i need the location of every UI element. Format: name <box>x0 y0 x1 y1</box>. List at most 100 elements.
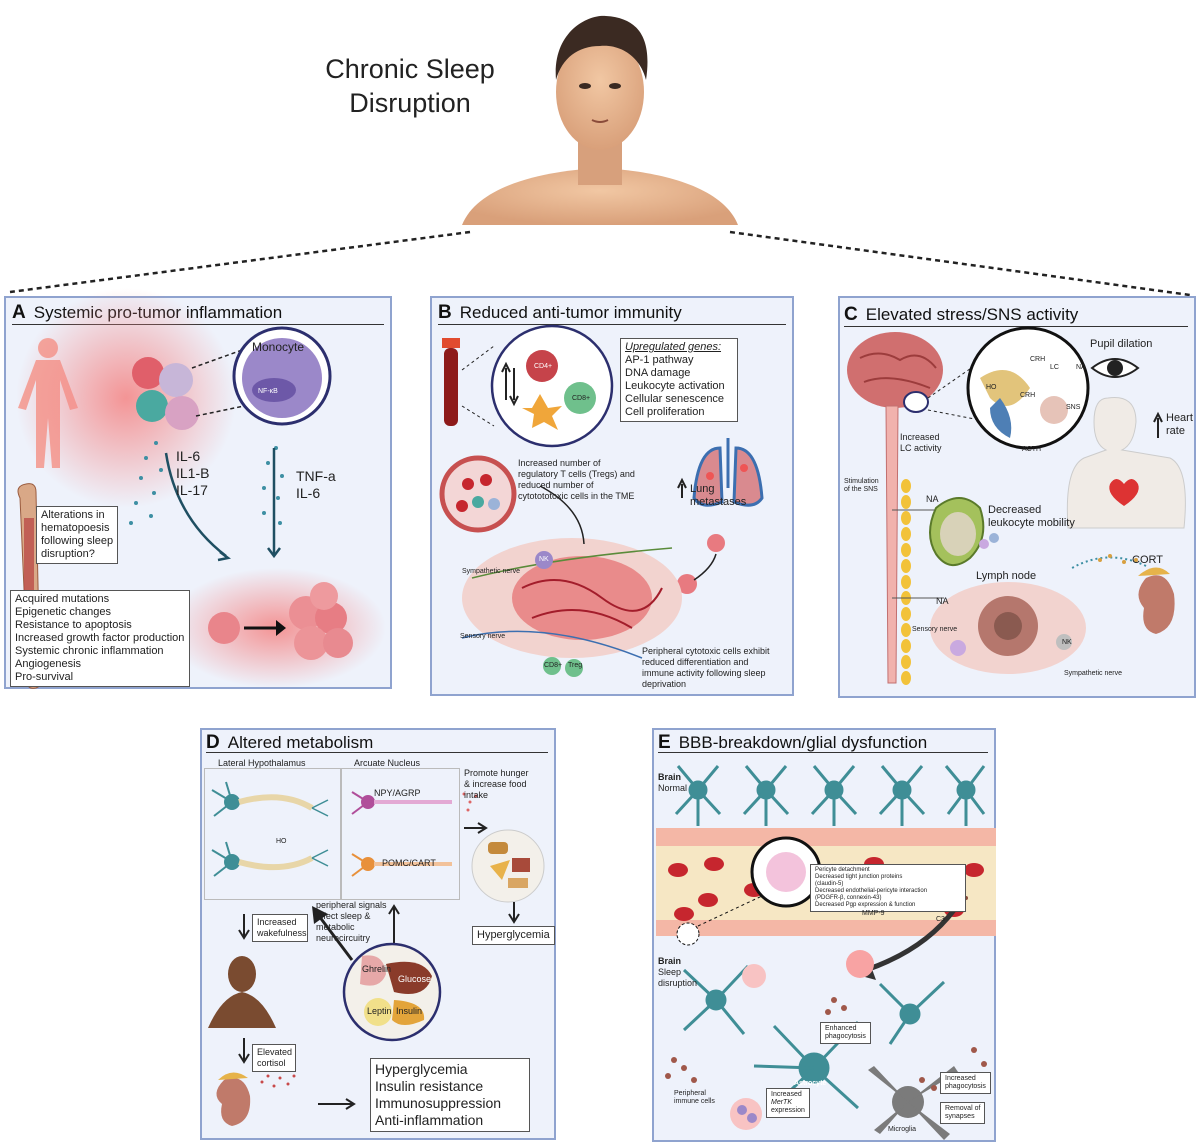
cytokine-list-2: TNF-a IL-6 <box>296 468 336 502</box>
gene-item: Leukocyte activation <box>625 380 725 392</box>
title-rule <box>206 752 548 753</box>
ho-label: HO <box>276 838 287 845</box>
cytokine: TNF-a <box>296 468 336 484</box>
box-line: hematopoesis <box>41 522 110 534</box>
monocyte-label: Monocyte <box>252 340 305 354</box>
outcomes-box: Hyperglycemia Insulin resistance Immunos… <box>370 1058 530 1132</box>
box-line: phagocytosis <box>825 1033 866 1040</box>
panel-letter: B <box>438 302 452 323</box>
box-line: expression <box>771 1107 805 1114</box>
panel-letter: D <box>206 732 220 753</box>
panel-title-text: Altered metabolism <box>227 733 374 752</box>
stomach-icon <box>360 955 386 986</box>
lung-line: Lung <box>690 483 715 495</box>
label-line: of the SNS <box>844 486 878 493</box>
effect-item: Systemic chronic inflammation <box>15 645 164 657</box>
sensory-label: Sensory nerve <box>912 626 958 633</box>
microglia-icon <box>868 1066 958 1140</box>
effect-item: Resistance to apoptosis <box>15 619 132 631</box>
box-line: Decreased Pgp expression & function <box>815 902 916 908</box>
box-line: Pericyte detachment <box>815 867 870 873</box>
label-line: & increase food <box>464 779 527 789</box>
note-line: immune activity following sleep <box>642 668 766 678</box>
box-line: MerTK <box>771 1099 792 1106</box>
outcome-item: Insulin resistance <box>375 1078 484 1094</box>
title-rule <box>844 326 1188 327</box>
mmp9-label: MMP-9 <box>862 910 885 917</box>
man-icon <box>228 956 256 992</box>
blood-tube-icon <box>439 324 764 677</box>
tumor-icon <box>208 612 240 644</box>
box-line: Enhanced <box>825 1025 857 1032</box>
effect-item: Acquired mutations <box>15 593 110 605</box>
c3-label: C3 <box>936 916 945 923</box>
blood-vessel-icon <box>656 765 996 1140</box>
box-line: following sleep <box>41 535 114 547</box>
label-line: disruption <box>658 978 698 988</box>
box-line: Increased <box>771 1091 802 1098</box>
panel-letter: C <box>844 304 858 325</box>
label-line: Stimulation <box>844 478 879 485</box>
box-line: Increased <box>257 917 297 927</box>
label-line: Promote hunger <box>464 768 529 778</box>
lung-line: metastases <box>690 496 747 508</box>
hematopoesis-box: Alterations in hematopoesis following sl… <box>36 506 118 564</box>
heart-icon <box>1109 479 1139 506</box>
arcuate-box <box>340 768 460 900</box>
cytokine: IL1-B <box>176 465 210 481</box>
panel-b: B Reduced anti-tumor immunity CD4+ <box>430 296 794 696</box>
cort-label: CORT <box>1132 554 1163 566</box>
astrocyte-label: Astrocyte <box>794 1080 827 1087</box>
label-line: neurocircuitry <box>316 933 371 943</box>
box-line: disruption? <box>41 548 95 560</box>
leptin-label: Leptin <box>367 1006 392 1016</box>
box-line: Decreased endothelial-pericyte interacti… <box>815 888 928 894</box>
note-line: deprivation <box>642 679 687 689</box>
label-line: Brain <box>658 772 682 782</box>
sns-small-label: SNS <box>1066 404 1081 411</box>
effect-item: Pro-survival <box>15 671 74 683</box>
note-line: cytotototoxic cells in the TME <box>518 491 635 501</box>
cytokine-list-1: IL-6 IL1-B IL-17 <box>176 448 209 499</box>
brain-normal-label: Brain Normal <box>658 772 687 794</box>
woman-icon <box>1066 397 1186 529</box>
cd8-label: CD8+ <box>572 395 591 402</box>
sympathetic-label: Sympathetic nerve <box>462 568 520 575</box>
panel-letter: A <box>12 302 26 323</box>
ghrelin-label: Ghrelin <box>362 964 392 974</box>
label-line: LC activity <box>900 443 942 453</box>
enhanced-box: Enhanced phagocytosis <box>820 1022 871 1044</box>
brain-sleep-label: Brain Sleep disruption <box>658 956 697 989</box>
effect-item: Epigenetic changes <box>15 606 112 618</box>
title-rule <box>658 752 988 753</box>
food-icon <box>471 829 545 903</box>
crh-label: CRH <box>1030 356 1046 363</box>
cortisol-box: Elevated cortisol <box>252 1044 296 1072</box>
peripheral-label: peripheral signals affect sleep & metabo… <box>316 900 387 944</box>
tregs-note: Increased number of regulatory T cells (… <box>518 458 635 502</box>
nk-label: NK <box>539 556 549 563</box>
peripheral-immune-label: Peripheral immune cells <box>674 1090 715 1106</box>
mertk-box: Increased MerTK expression <box>766 1088 810 1118</box>
insulin-label: Insulin <box>396 1006 423 1016</box>
hypothalamus-box <box>204 768 342 900</box>
lc-label: LC <box>1050 364 1059 371</box>
panel-d: D Altered metabolism <box>200 728 556 1140</box>
heart-line: Heart <box>1166 412 1193 424</box>
gene-item: Cellular senescence <box>625 393 725 405</box>
brain-icon <box>847 326 1186 685</box>
hyperglycemia-box: Hyperglycemia <box>472 926 555 945</box>
na-small-label: NA <box>1076 364 1086 371</box>
spinal-cord-icon <box>885 405 899 684</box>
cd4-label: CD4+ <box>534 363 553 370</box>
label-line: metabolic <box>316 922 355 932</box>
panel-title-text: Reduced anti-tumor immunity <box>459 303 682 322</box>
lung-label: Lung metastases <box>690 483 746 509</box>
label-line: Sleep <box>658 967 682 977</box>
note-line: regulatory T cells (Tregs) and <box>518 469 635 479</box>
title-rule <box>438 324 786 325</box>
genes-box: Upregulated genes: AP-1 pathway DNA dama… <box>620 338 738 422</box>
